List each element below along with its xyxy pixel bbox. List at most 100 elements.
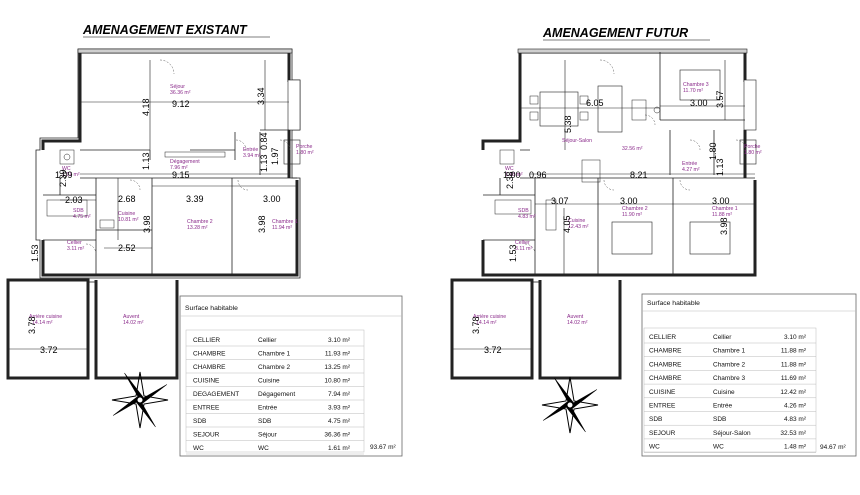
table-total: 94.67 m²	[820, 444, 846, 451]
table-area: 4.83 m²	[784, 416, 807, 423]
dimension: 1.53	[30, 244, 40, 262]
room-label: Auvent	[567, 314, 584, 320]
dimension: 1.00	[503, 170, 521, 180]
dimension: 2.03	[65, 195, 83, 205]
room-area: 14.14 m²	[32, 320, 53, 326]
dimension: 4.05	[562, 215, 572, 233]
dimension: 3.07	[551, 196, 569, 206]
table-area: 3.10 m²	[784, 334, 807, 341]
room-label: Chambre 1	[712, 206, 738, 212]
table-area: 4.75 m²	[328, 418, 351, 425]
room-label: Cellier	[515, 240, 530, 246]
room-area: 4.27 m²	[682, 167, 700, 173]
table-category: SEJOUR	[193, 432, 220, 439]
room-label: Séjour-Salon	[562, 138, 592, 144]
table-category: CHAMBRE	[193, 351, 226, 358]
dimension: 3.72	[484, 345, 502, 355]
dimension: 1.13	[715, 158, 725, 176]
table-room: Chambre 1	[713, 348, 746, 355]
room-area: 3.11 m²	[515, 246, 532, 252]
table-area: 1.61 m²	[328, 445, 351, 452]
table-room: Chambre 1	[258, 351, 291, 358]
title-future: AMENAGEMENT FUTUR	[542, 26, 688, 40]
dimension: 1.97	[270, 147, 280, 165]
table-area: 11.69 m²	[781, 375, 807, 382]
table-room: SDB	[713, 416, 726, 423]
dimension: 3.98	[142, 215, 152, 233]
room-label: Porche	[744, 144, 761, 150]
room-area: 12.43 m²	[568, 224, 589, 230]
room-label: Chambre 3	[683, 82, 709, 88]
table-category: ENTREE	[649, 403, 676, 410]
table-room: Dégagement	[258, 391, 295, 398]
room-label: Arrière cuisine	[473, 314, 506, 320]
dimension: 3.72	[40, 345, 58, 355]
table-category: DEGAGEMENT	[193, 391, 239, 398]
room-area: 36.36 m²	[170, 90, 191, 96]
table-category: ENTREE	[193, 405, 220, 412]
table-category: SDB	[649, 416, 662, 423]
table-total: 93.67 m²	[370, 444, 396, 451]
table-room: Entrée	[713, 403, 733, 410]
table-room: Cuisine	[258, 378, 280, 385]
room-area: 7.96 m²	[170, 165, 188, 171]
dimension: 9.15	[172, 170, 190, 180]
room-label: Arrière cuisine	[29, 314, 62, 320]
table-area: 4.26 m²	[784, 403, 807, 410]
table-header: Surface habitable	[185, 305, 238, 312]
compass-rose-icon	[541, 376, 599, 434]
table-category: CHAMBRE	[193, 364, 226, 371]
table-category: WC	[649, 444, 660, 451]
dimension: 3.00	[712, 196, 730, 206]
compass-rose-icon	[111, 371, 169, 429]
room-label: SDB	[73, 208, 84, 214]
table-room: Séjour-Salon	[713, 430, 751, 437]
table-category: CUISINE	[193, 378, 220, 385]
dimension: 3.34	[256, 87, 266, 105]
room-area: 10.81 m²	[118, 217, 139, 223]
table-category: CHAMBRE	[649, 361, 682, 368]
table-room: Cellier	[713, 334, 732, 341]
table-area: 10.80 m²	[324, 378, 350, 385]
room-area: 14.02 m²	[567, 320, 588, 326]
dimension: 3.00	[263, 194, 281, 204]
room-area: 13.28 m²	[187, 225, 208, 231]
table-room: WC	[713, 444, 724, 451]
dimension: 2.68	[118, 194, 136, 204]
room-area: 11.94 m²	[272, 225, 292, 231]
room-label: Chambre 2	[187, 219, 213, 225]
dimension: 3.57	[715, 90, 725, 108]
room-area: 4.83 m²	[518, 214, 536, 220]
table-category: CHAMBRE	[649, 348, 682, 355]
table-room: Chambre 3	[713, 375, 746, 382]
room-area: 32.56 m²	[622, 146, 643, 152]
room-area: 11.88 m²	[712, 212, 732, 218]
table-room: Chambre 2	[713, 361, 746, 368]
table-category: SDB	[193, 418, 206, 425]
room-area: 1.80 m²	[744, 150, 762, 156]
table-room: Entrée	[258, 405, 278, 412]
dimension: 1.09	[55, 170, 73, 180]
dimension: 0.84	[259, 132, 269, 150]
dimension: 2.38	[505, 171, 515, 189]
title-existing: AMENAGEMENT EXISTANT	[82, 23, 248, 37]
room-area: 11.90 m²	[622, 212, 642, 218]
table-area: 3.10 m²	[328, 337, 351, 344]
room-label: Cellier	[67, 240, 82, 246]
dimension: 4.18	[141, 98, 151, 116]
room-area: 3.94 m²	[243, 153, 261, 159]
table-room: Cuisine	[713, 389, 735, 396]
dimension: 1.13	[259, 154, 269, 172]
table-area: 32.53 m²	[780, 430, 806, 437]
room-label: Séjour	[170, 84, 185, 90]
table-area: 7.94 m²	[328, 391, 351, 398]
room-label: SDB	[518, 208, 529, 214]
table-area: 1.48 m²	[784, 444, 807, 451]
dimension: 3.00	[620, 196, 638, 206]
room-area: 1.61 m²	[62, 172, 80, 178]
table-area: 11.88 m²	[781, 348, 807, 355]
table-area: 36.36 m²	[324, 432, 350, 439]
